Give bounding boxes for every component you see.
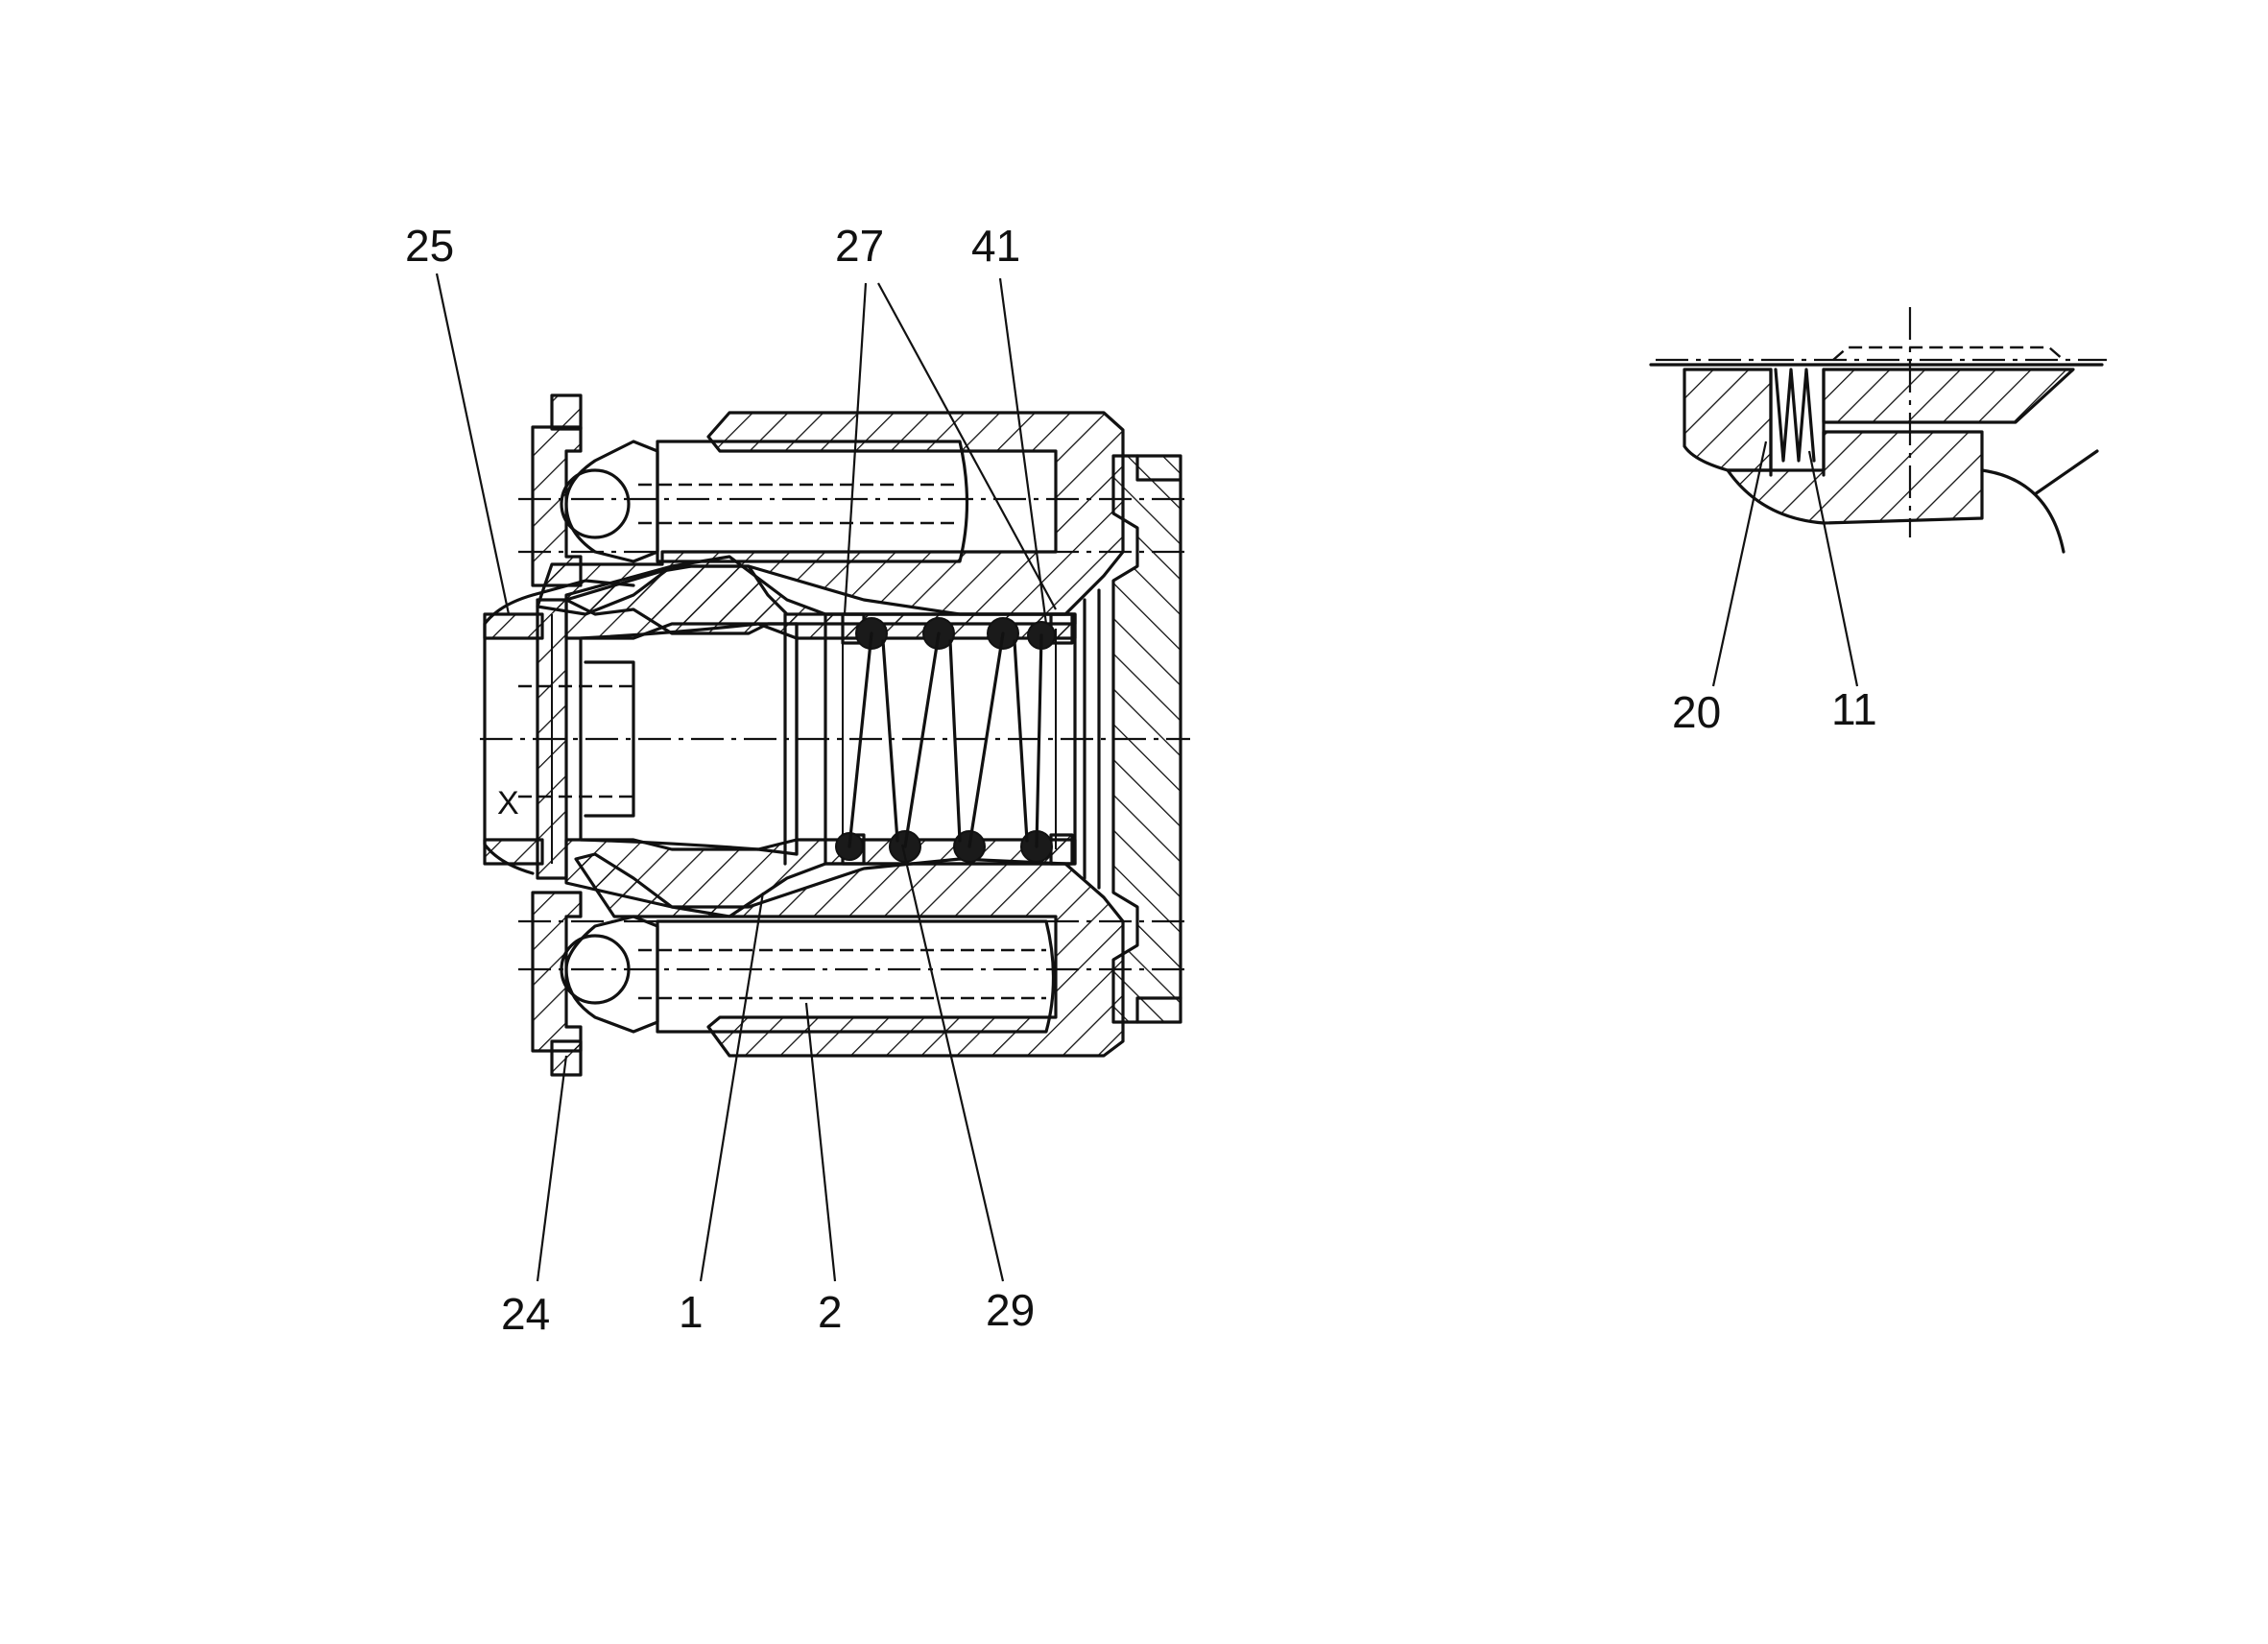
reference-numerals: 25 27 41 24 1 2 29 20 11: [405, 221, 1877, 1339]
leader-2: [804, 1002, 837, 1282]
leader-25: [435, 273, 511, 615]
leader-11: [1807, 450, 1859, 687]
detail-hidden-outline: [1832, 345, 2065, 361]
detail-seal-strip: [1769, 368, 1826, 477]
leader-20: [1711, 441, 1768, 687]
leader-27b: [877, 282, 1057, 610]
label-41: 41: [971, 221, 1020, 271]
spring-chamber: [824, 612, 1077, 866]
guide-pin-upper-hidden: [638, 483, 960, 525]
clip-lower: [531, 891, 583, 1053]
bushing-ring-bottom: [483, 838, 544, 866]
spring-wire: [881, 639, 1029, 843]
guide-pin-upper-head: [564, 440, 659, 563]
section-mark-x: X: [497, 785, 519, 822]
detail-view: [1649, 307, 2107, 554]
detail-left-body: [1683, 368, 1773, 472]
seal-groove: [584, 660, 635, 818]
leader-lines: [435, 273, 1859, 1282]
detail-right-body: [1822, 368, 2075, 424]
main-section-view: X: [480, 393, 1190, 1077]
label-1: 1: [679, 1287, 704, 1337]
clip-upper: [531, 425, 583, 587]
detail-spring-washer: [1774, 368, 1816, 463]
leader-27a: [843, 282, 868, 615]
label-20: 20: [1672, 687, 1721, 737]
label-24: 24: [501, 1289, 550, 1339]
leader-24: [536, 1055, 568, 1282]
guide-pin-lower-head: [564, 915, 659, 1034]
leader-1: [699, 892, 765, 1282]
detail-curved-edge: [1980, 449, 2099, 554]
end-flange-step-top: [1135, 454, 1182, 482]
spring-retainer-right-bottom: [1049, 833, 1074, 866]
spring-chamber-inner: [842, 629, 1057, 849]
ball-joint-upper: [560, 468, 631, 539]
label-29: 29: [986, 1285, 1035, 1335]
guide-pin-lower: [656, 919, 1056, 1034]
end-flange: [1111, 454, 1182, 1024]
leader-29: [900, 844, 1005, 1282]
label-25: 25: [405, 221, 454, 271]
bushing-ring-top: [483, 612, 544, 640]
guide-pin-upper: [656, 440, 969, 563]
detail-lower-lip: [1726, 430, 1984, 525]
label-2: 2: [818, 1287, 843, 1337]
label-11: 11: [1831, 684, 1877, 734]
clip-upper-tab: [550, 393, 583, 431]
guide-pin-lower-hidden: [638, 948, 1046, 1000]
label-27: 27: [835, 221, 884, 271]
bore-hidden: [518, 684, 633, 798]
leader-41: [998, 277, 1048, 625]
end-flange-step-bottom: [1135, 996, 1182, 1024]
